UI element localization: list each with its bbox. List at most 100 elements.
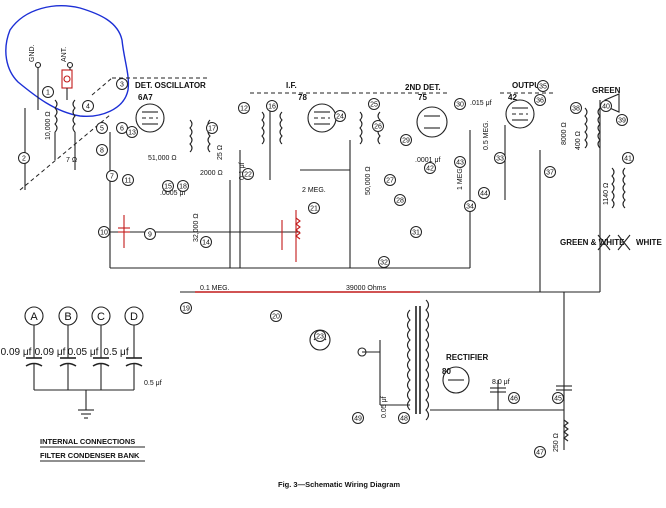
callout-11: 11 [122,174,134,186]
svg-text:4: 4 [86,104,90,111]
r-400-label: 400 Ω [575,131,582,150]
callout-9: 9 [144,228,156,240]
r-32000-label: 32,000 Ω [193,213,200,242]
svg-text:48: 48 [400,416,408,423]
callout-49: 49 [352,412,364,424]
callout-42: 42 [424,162,436,174]
callout-38: 38 [570,102,582,114]
bank-value-d: 0.5 μf [103,347,128,358]
svg-text:37: 37 [546,170,554,177]
if-section: I.F. 78 2 MEG. 0.1 μf [239,81,345,194]
callout-44: 44 [478,187,490,199]
callout-4: 4 [82,100,94,112]
bank-capacitor-a: A0.09 μf [1,306,44,390]
callout-10: 10 [98,226,110,238]
white-label: WHITE [636,238,662,247]
antenna-terminal: ANT. [61,47,74,100]
svg-text:I.F.: I.F. [286,81,297,90]
svg-text:24: 24 [336,114,344,121]
svg-text:10: 10 [100,230,108,237]
svg-text:2ND DET.: 2ND DET. [405,83,441,92]
svg-text:32: 32 [380,260,388,267]
bank-letter-b: B [64,311,71,323]
svg-text:45: 45 [554,396,562,403]
bank-letter-d: D [130,311,138,323]
callout-28: 28 [394,194,406,206]
r-25-label: 25 Ω [217,145,224,160]
c-05-label: 0.5 μf [144,380,162,387]
tube-6a7: 6A7 [135,93,165,133]
callout-2: 2 [18,152,30,164]
green-white-label: GREEN & WHITE [560,238,625,247]
callout-29: 29 [400,134,412,146]
red-annotations: 0.1 MEG. 39000 Ohms 32,000 Ω [118,210,387,292]
callout-16: 16 [266,100,278,112]
svg-text:42: 42 [508,93,517,102]
gnd-label: GND. [29,44,36,62]
svg-text:78: 78 [298,93,307,102]
callout-33: 33 [494,152,506,164]
callout-6: 6 [116,122,128,134]
bank-letter-c: C [97,311,105,323]
callout-12: 12 [238,102,250,114]
callout-40: 40 [600,100,612,112]
svg-text:18: 18 [179,184,187,191]
svg-text:75: 75 [418,93,427,102]
callout-27: 27 [384,174,396,186]
svg-text:49: 49 [354,416,362,423]
svg-text:27: 27 [386,178,394,185]
c-01-label: 0.1 μf [239,162,246,180]
svg-text:9: 9 [148,232,152,239]
callout-5: 5 [96,122,108,134]
r-51000-label: 51,000 Ω [148,155,177,162]
svg-text:5: 5 [100,126,104,133]
c-8-label: 8.0 μf [492,379,510,386]
callout-22: 22 [242,168,254,180]
svg-text:23: 23 [316,334,324,341]
svg-text:30: 30 [456,102,464,109]
svg-text:28: 28 [396,198,404,205]
output-section: OUTPUT 42 8000 Ω [500,81,568,145]
svg-text:25: 25 [370,102,378,109]
svg-text:12: 12 [240,106,248,113]
svg-text:40: 40 [602,104,610,111]
callout-30: 30 [454,98,466,110]
bank-title-line-2: FILTER CONDENSER BANK [40,451,140,460]
svg-text:8: 8 [100,148,104,155]
r-7-label: 7 Ω [66,157,77,164]
svg-text:19: 19 [182,306,190,313]
bank-capacitor-d: D 0.5 μf [103,306,144,390]
r-05-meg-label: 0.5 MEG. [483,120,490,150]
c-005-label: 0.05 μf [381,396,388,418]
callout-17: 17 [206,122,218,134]
svg-text:1: 1 [46,90,50,97]
callout-20: 20 [270,310,282,322]
callout-24: 24 [334,110,346,122]
r-50000-label: 50,000 Ω [365,166,372,195]
callout-15: 15 [162,180,174,192]
svg-text:13: 13 [128,130,136,137]
svg-text:39: 39 [618,118,626,125]
svg-text:3: 3 [120,82,124,89]
antenna-coil-section: 10,000 Ω 7 Ω [19,77,113,191]
callout-34: 34 [464,200,476,212]
ground-terminal: GND. [29,44,42,110]
svg-text:21: 21 [310,206,318,213]
callout-41: 41 [622,152,634,164]
svg-text:35: 35 [539,84,547,91]
svg-text:16: 16 [268,104,276,111]
svg-text:29: 29 [402,138,410,145]
svg-text:36: 36 [536,98,544,105]
svg-text:14: 14 [202,240,210,247]
svg-text:34: 34 [466,204,474,211]
svg-text:22: 22 [244,172,252,179]
bank-capacitor-c: C0.05 μf [68,306,111,390]
svg-text:15: 15 [164,184,172,191]
svg-text:47: 47 [536,450,544,457]
svg-text:42: 42 [426,166,434,173]
svg-text:33: 33 [496,156,504,163]
det-oscillator-label: DET. OSCILLATOR [135,81,206,90]
c-0001-label: .0001 μf [415,157,440,164]
callout-43: 43 [454,156,466,168]
